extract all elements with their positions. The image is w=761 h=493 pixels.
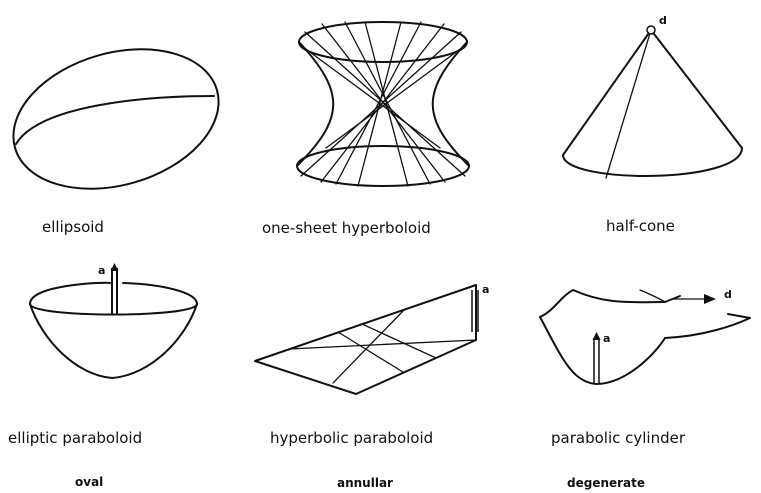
annular-class-label: annullar xyxy=(337,476,393,490)
paraboloid-point-label: a xyxy=(98,264,105,277)
ellipsoid-label: ellipsoid xyxy=(42,218,104,236)
cylinder-direction-label: d xyxy=(724,288,732,301)
half-cone-label: half-cone xyxy=(606,217,675,235)
elliptic-paraboloid-label: elliptic paraboloid xyxy=(8,429,142,447)
hyperbolic-paraboloid-label: hyperbolic paraboloid xyxy=(270,429,433,447)
hyperboloid-label: one-sheet hyperboloid xyxy=(262,219,431,237)
ellipsoid-drawing xyxy=(0,27,235,212)
parabolic-cylinder-drawing xyxy=(540,290,750,384)
hyperbolic-point-label: a xyxy=(482,283,489,296)
elliptic-paraboloid-drawing xyxy=(30,263,197,378)
parabolic-cylinder-label: parabolic cylinder xyxy=(551,429,686,447)
half-cone-drawing xyxy=(563,26,742,178)
oval-class-label: oval xyxy=(75,475,103,489)
cylinder-point-label: a xyxy=(603,332,610,345)
hyperbolic-paraboloid-drawing xyxy=(255,285,478,394)
degenerate-class-label: degenerate xyxy=(567,476,645,490)
cone-apex-label: d xyxy=(659,14,667,27)
hyperboloid-drawing xyxy=(297,22,469,186)
